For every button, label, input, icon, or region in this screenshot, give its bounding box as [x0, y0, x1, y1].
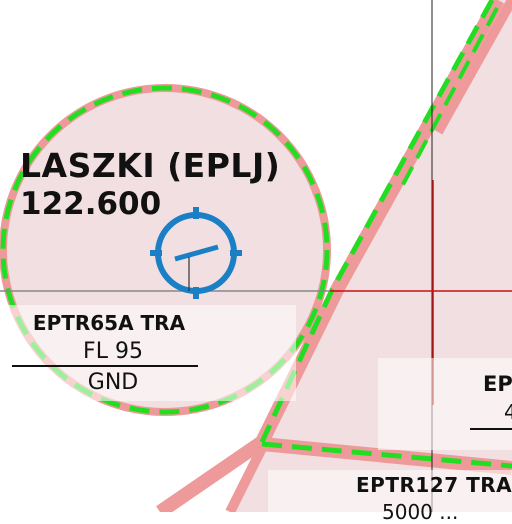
- eptr65a-lower-limit: GND: [87, 370, 139, 395]
- right-zone-limit-divider: [470, 428, 512, 430]
- aerodrome-symbol-icon[interactable]: [150, 207, 242, 299]
- aerodrome-frequency-label: 122.600: [20, 186, 162, 222]
- aerodrome-zone-dashed-border: [0, 85, 330, 415]
- zone-border-inner-diagonal: [433, 0, 512, 135]
- zone-dashed-bottom-edge: [261, 441, 512, 469]
- aerodrome-name-label: LASZKI (EPLJ): [20, 146, 281, 185]
- right-zone-label-box: [378, 358, 512, 450]
- zone-dashed-inner-diagonal: [398, 7, 499, 191]
- eptr127-upper-limit: 5000 ...: [382, 500, 459, 524]
- zone-border-lower-left: [225, 445, 267, 512]
- eptr65a-name-label: EPTR65A TRA: [32, 311, 186, 335]
- zone-border-left-edge: [156, 0, 505, 512]
- right-zone-upper-limit: 4: [504, 400, 512, 424]
- eptr127-name-label: EPTR127 TRA: [356, 473, 512, 497]
- zone-dashed-left-edge: [259, 0, 495, 444]
- eptr65a-limit-divider: [12, 365, 198, 367]
- eptr127-label-box: [268, 470, 512, 512]
- eptr65a-upper-limit: FL 95: [83, 339, 143, 364]
- eptr65a-label-box: [0, 305, 296, 401]
- right-zone-name-label: EP: [483, 372, 512, 396]
